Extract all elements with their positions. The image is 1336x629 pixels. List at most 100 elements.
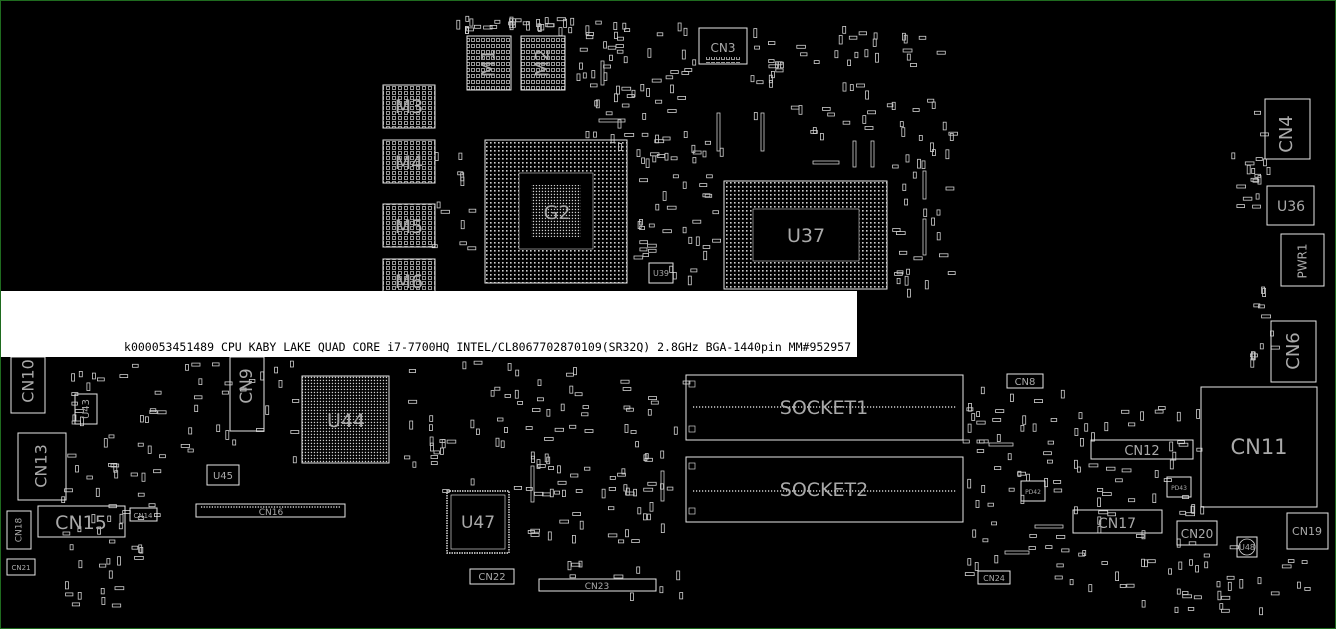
chip-u39[interactable]: U39 [648,262,674,284]
passive-pad [608,486,617,491]
memory-chip-m5[interactable]: M5 [382,203,436,248]
passive-pad [1069,579,1074,586]
passive-pad [633,255,644,260]
passive-pad [78,370,83,378]
passive-pad [682,226,687,234]
sodimm-socket2[interactable]: SOCKET2 [685,456,964,523]
connector-pwr1[interactable]: PWR1 [1280,233,1325,287]
passive-pad [942,121,947,131]
passive-pad [673,426,678,435]
cpu-u37[interactable]: U37 [723,180,888,290]
label-cn13: CN13 [32,444,51,488]
memory-chip-m4[interactable]: M4 [382,139,436,184]
passive-pad [988,442,1014,447]
passive-pad [1263,158,1267,167]
passive-pad [702,150,707,158]
passive-pad [193,395,203,400]
connector-cn4[interactable]: CN4 [1264,98,1311,160]
passive-pad [517,400,523,405]
passive-pad [65,581,69,590]
chip-u48[interactable]: U48 [1236,536,1258,558]
passive-pad [1226,575,1235,580]
connector-cn17[interactable]: CN17 [1072,509,1163,534]
connector-cn10[interactable]: CN10 [10,356,46,414]
passive-pad [289,360,294,368]
passive-pad [475,428,480,435]
connector-cn20[interactable]: CN20 [1176,520,1218,546]
connector-cn6[interactable]: CN6 [1270,320,1317,383]
memory-chip-m1[interactable]: M1 [466,35,512,91]
passive-pad [625,491,635,496]
connector-cn14[interactable]: CN14 [129,507,158,522]
passive-pad [1239,579,1244,589]
chip-pd42[interactable]: PD42 [1020,480,1046,502]
passive-pad [470,478,475,486]
passive-pad [1119,584,1127,588]
chip-u43[interactable]: U43 [74,393,98,425]
passive-pad [644,457,653,462]
passive-pad [1244,161,1255,166]
passive-pad [1154,409,1164,414]
memory-chip-m2[interactable]: M2 [520,35,566,91]
gpu-g2[interactable]: G2 [484,139,628,284]
passive-pad [525,426,533,430]
connector-cn18[interactable]: CN18 [6,510,32,550]
chip-u47[interactable]: U47 [446,490,510,554]
passive-pad [633,488,637,497]
passive-pad [194,404,199,413]
passive-pad [892,228,901,232]
passive-pad [1056,535,1066,539]
connector-cn24[interactable]: CN24 [977,570,1011,585]
connector-cn23[interactable]: CN23 [538,578,657,592]
label-cn16: CN16 [259,508,284,518]
passive-pad [1034,524,1064,529]
memory-chip-m3[interactable]: M3 [382,84,436,129]
chip-u36[interactable]: U36 [1266,185,1315,226]
chip-pd43[interactable]: PD43 [1166,476,1192,498]
pch-u44[interactable]: U44 [301,375,390,464]
passive-pad [563,18,567,28]
passive-pad [842,82,847,92]
chip-u45[interactable]: U45 [206,464,240,486]
passive-pad [1250,358,1255,368]
sodimm-socket1[interactable]: SOCKET1 [685,374,964,441]
connector-cn21[interactable]: CN21 [6,558,36,576]
connector-cn13[interactable]: CN13 [17,432,67,501]
passive-components [61,15,1311,616]
connector-cn3[interactable]: CN3 [698,27,748,65]
passive-pad [548,466,554,470]
passive-pad [1053,488,1063,493]
connector-cn8[interactable]: CN8 [1006,373,1044,389]
connector-cn11[interactable]: CN11 [1200,386,1318,508]
connector-cn9[interactable]: CN9 [229,356,265,432]
passive-pad [278,379,283,388]
connector-cn19[interactable]: CN19 [1286,512,1329,550]
passive-pad [188,427,193,435]
passive-pad [1203,553,1210,558]
connector-cn15[interactable]: CN15 [37,505,126,538]
passive-pad [923,208,928,217]
connector-cn12[interactable]: CN12 [1090,439,1194,460]
passive-pad [800,52,808,57]
passive-pad [652,155,657,163]
passive-pad [906,53,911,61]
passive-pad [712,210,719,215]
passive-pad [976,420,986,425]
passive-pad [646,88,650,97]
passive-pad [456,19,461,30]
passive-pad [1028,546,1036,550]
connector-cn22[interactable]: CN22 [469,568,515,585]
passive-pad [221,390,229,395]
passive-pad [532,408,541,412]
passive-pad [971,413,976,421]
label-cn4: CN4 [1276,115,1297,153]
passive-pad [662,136,671,141]
passive-pad [1022,415,1027,425]
passive-pad [848,35,858,40]
passive-pad [982,538,989,543]
connector-cn16[interactable]: CN16 [195,503,346,518]
passive-pad [617,36,624,41]
passive-pad [497,417,504,422]
